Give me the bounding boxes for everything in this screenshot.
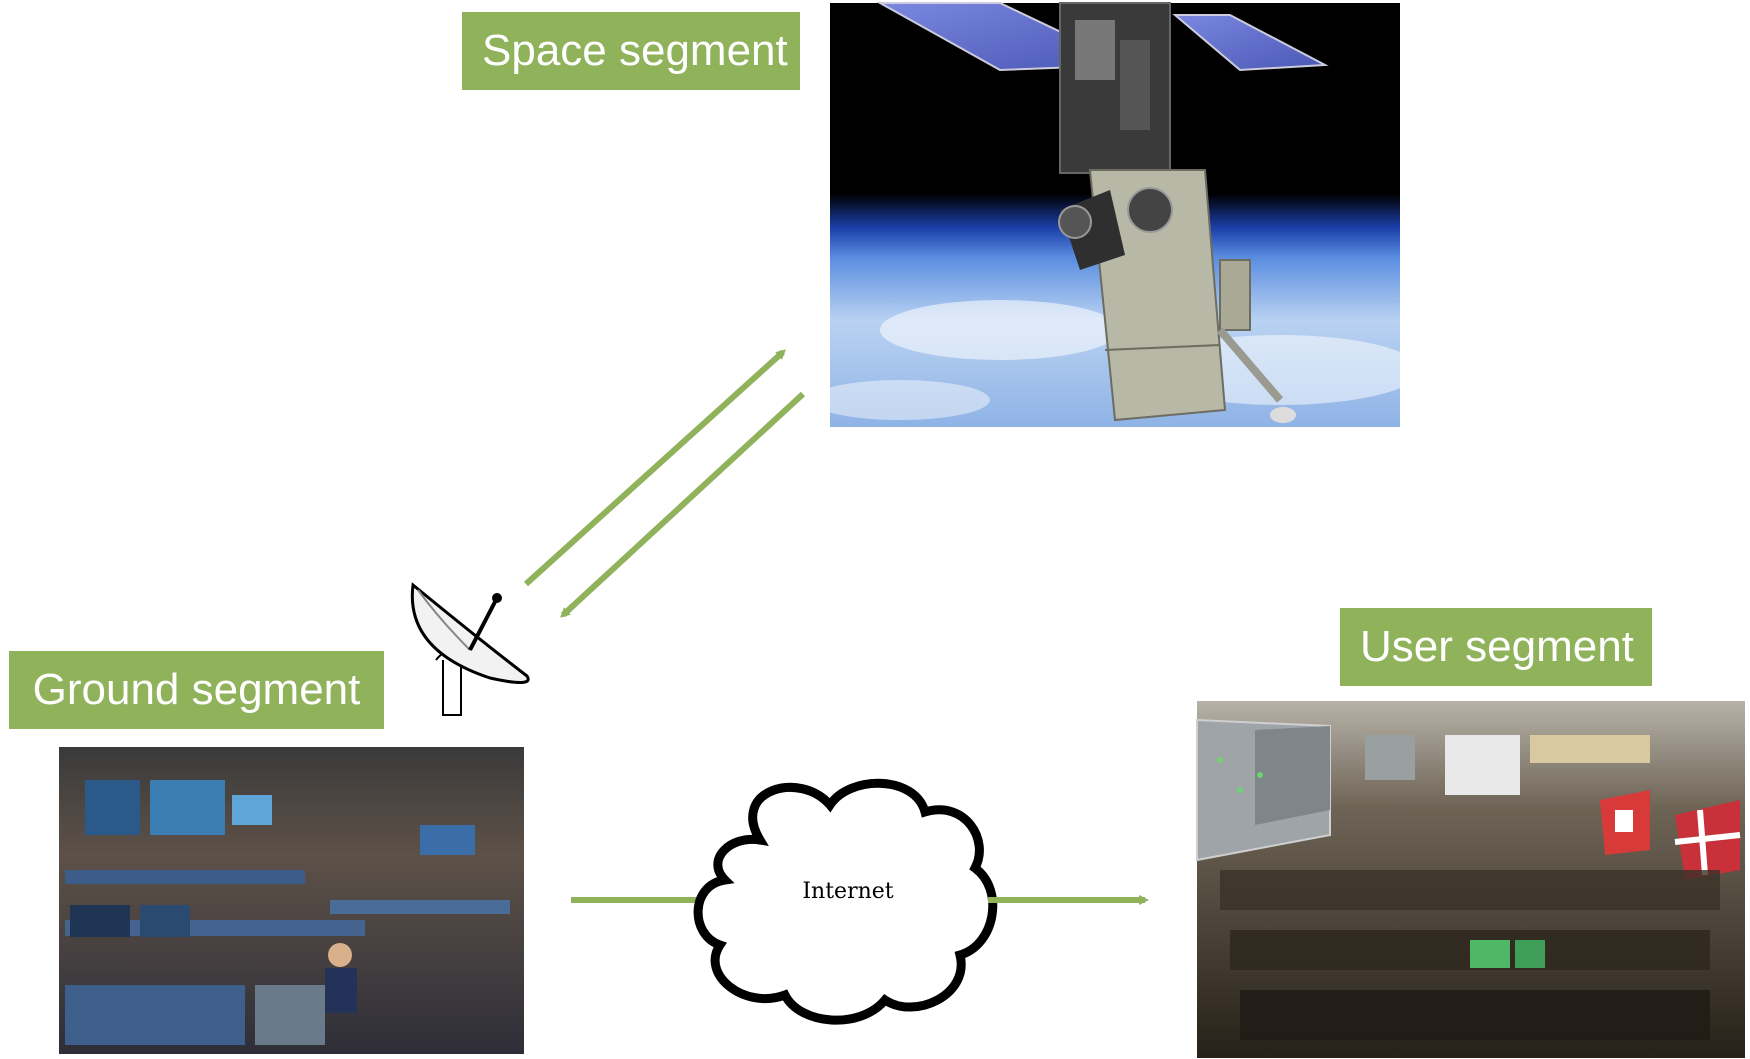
cloud-icon: Internet	[693, 778, 998, 1025]
space-segment-label: Space segment	[462, 12, 800, 90]
downlink-arrow	[560, 391, 806, 618]
uplink-arrow	[523, 349, 786, 587]
internet-label: Internet	[802, 879, 893, 904]
ground-segment-label: Ground segment	[9, 651, 384, 729]
operations-center-photo	[1196, 701, 1745, 1058]
ground-segment-label-text: Ground segment	[32, 665, 361, 714]
mission-control-room-photo	[59, 747, 524, 1054]
satellite-image	[810, 1, 1420, 427]
user-segment-label: User segment	[1340, 608, 1652, 686]
ground-segment-label-bg	[9, 651, 384, 729]
satellite-dish-icon	[410, 582, 530, 716]
